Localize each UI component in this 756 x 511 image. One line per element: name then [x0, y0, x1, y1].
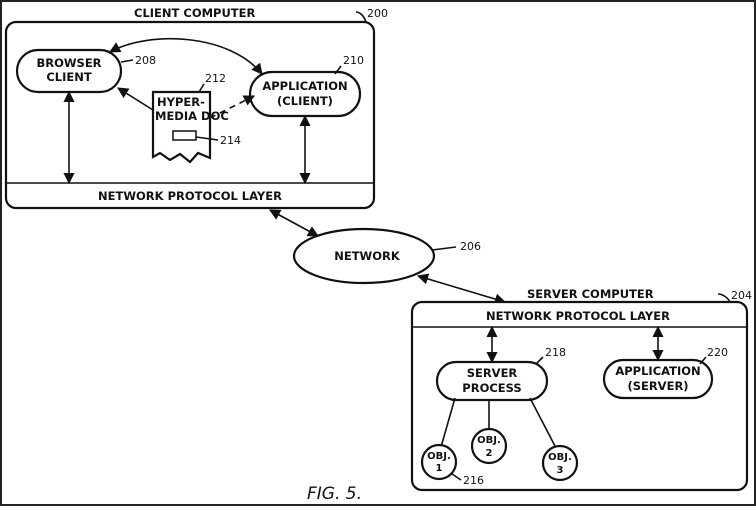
server-computer-ref: 204 [731, 289, 752, 302]
server-protocol-layer: NETWORK PROTOCOL LAYER [486, 309, 670, 323]
server-process-ref: 218 [545, 346, 566, 359]
object-2-line2: 2 [486, 448, 493, 459]
leader-220 [699, 356, 707, 365]
server-process-line2: PROCESS [462, 381, 521, 395]
hypermedia-doc-line2: MEDIA DOC [155, 109, 229, 123]
arrow-doc-application [209, 95, 256, 119]
line-process-obj3 [529, 397, 556, 447]
network-node [292, 227, 436, 285]
arrow-doc-browser [117, 87, 154, 111]
client-protocol-layer: NETWORK PROTOCOL LAYER [98, 189, 282, 203]
server-computer-title: SERVER COMPUTER [527, 287, 654, 301]
application-client-ref: 210 [343, 54, 364, 67]
browser-client-ref: 208 [135, 54, 156, 67]
application-client-line2: (CLIENT) [277, 94, 333, 108]
application-server-line2: (SERVER) [627, 379, 688, 393]
client-computer-ref: 200 [367, 7, 388, 20]
hypermedia-doc-ref: 212 [205, 72, 226, 85]
network-label: NETWORK [334, 249, 401, 263]
arrow-browser-application [109, 38, 263, 75]
hypermedia-doc-line1: HYPER- [157, 95, 205, 109]
arrow-client-network [269, 209, 319, 237]
leader-204 [717, 293, 731, 303]
client-computer-title: CLIENT COMPUTER [134, 6, 256, 20]
embedded-object-ref: 214 [220, 134, 241, 147]
object-1-line1: OBJ. [427, 451, 451, 462]
application-client-line1: APPLICATION [262, 79, 347, 93]
network-ref: 206 [460, 240, 481, 253]
leader-214 [195, 136, 219, 141]
objects-ref: 216 [463, 474, 484, 487]
browser-client-line2: CLIENT [46, 70, 92, 84]
figure-caption: FIG. 5. [307, 484, 362, 504]
object-3-node [541, 444, 579, 482]
embedded-object-box [172, 130, 197, 141]
leader-200 [355, 11, 367, 23]
browser-client-line1: BROWSER [36, 56, 101, 70]
leader-216 [451, 473, 462, 481]
leader-212 [198, 83, 205, 93]
leader-206 [431, 246, 457, 251]
hypermedia-doc-node [151, 90, 212, 164]
object-3-line1: OBJ. [548, 452, 572, 463]
application-server-line1: APPLICATION [615, 364, 700, 378]
object-3-line2: 3 [557, 465, 564, 476]
leader-210 [334, 65, 342, 75]
line-process-obj1 [440, 397, 456, 448]
object-2-node [470, 427, 508, 465]
object-1-node [420, 443, 458, 481]
object-1-line2: 1 [436, 463, 443, 474]
arrow-network-server [416, 273, 507, 305]
application-server-ref: 220 [707, 346, 728, 359]
server-process-line1: SERVER [467, 366, 518, 380]
object-2-line1: OBJ. [477, 435, 501, 446]
leader-218 [535, 356, 544, 365]
